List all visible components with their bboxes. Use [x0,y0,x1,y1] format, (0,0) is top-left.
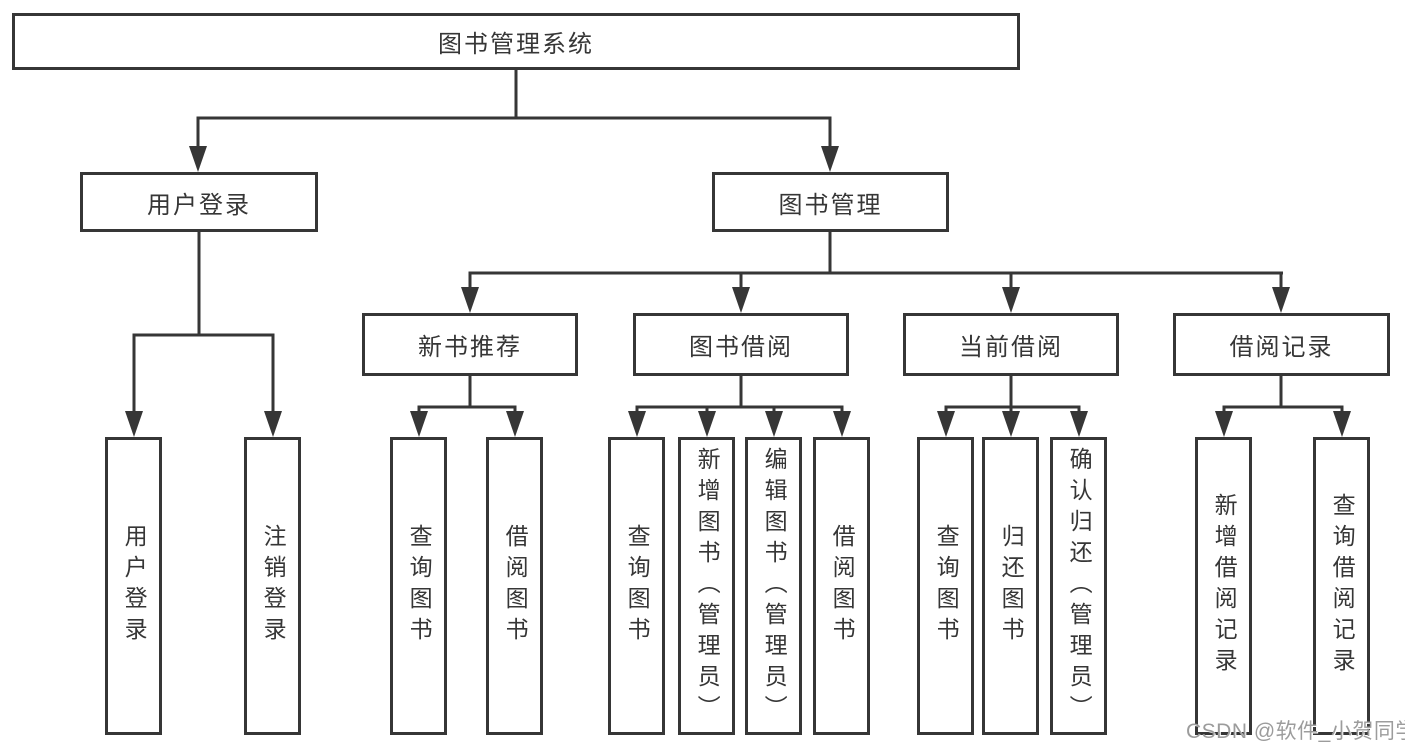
node-borrowing-records: 借阅记录 [1173,313,1390,376]
leaf-borrow-query-books-label: 查询图书 [624,524,651,648]
node-book-borrowing: 图书借阅 [633,313,849,376]
leaf-user-login-label: 用户登录 [121,524,148,648]
leaf-rec-borrow-books-label: 借阅图书 [502,524,529,648]
edge-borrow-to-leaves [635,376,844,433]
node-new-book-recommendation: 新书推荐 [362,313,578,376]
edge-root-to-level2 [196,70,832,168]
leaf-return-books-label: 归还图书 [998,524,1025,648]
edge-log-to-leaves [1222,376,1344,433]
leaf-logout: 注销登录 [244,437,301,735]
leaf-cur-query-books-label: 查询图书 [933,524,960,648]
leaf-confirm-return-admin-label: 确认归还（管理员） [1066,446,1093,726]
connector-edges [132,70,1344,433]
leaf-add-books-admin: 新增图书（管理员） [678,437,735,735]
edge-rec-to-leaves [417,376,517,433]
csdn-watermark: CSDN @软件_小贺同学 [1186,720,1405,743]
leaf-add-books-admin-label: 新增图书（管理员） [694,446,721,726]
node-current-borrowing: 当前借阅 [903,313,1119,376]
leaf-query-borrow-record: 查询借阅记录 [1313,437,1370,735]
leaf-borrow-query-books: 查询图书 [608,437,665,735]
leaf-edit-books-admin: 编辑图书（管理员） [745,437,802,735]
leaf-borrow-books: 借阅图书 [813,437,870,735]
node-book-management: 图书管理 [712,172,949,232]
node-user-login: 用户登录 [80,172,318,232]
edge-mgmt-to-level3 [468,232,1283,309]
leaf-edit-books-admin-label: 编辑图书（管理员） [761,446,788,726]
arrowhead-icons [125,146,1351,437]
leaf-add-borrow-record-label: 新增借阅记录 [1211,493,1238,679]
leaf-rec-query-books-label: 查询图书 [406,524,433,648]
node-library-system: 图书管理系统 [12,13,1020,70]
edge-login-to-leaves [132,232,275,433]
leaf-return-books: 归还图书 [982,437,1039,735]
leaf-rec-query-books: 查询图书 [390,437,447,735]
leaf-add-borrow-record: 新增借阅记录 [1195,437,1252,735]
leaf-user-login: 用户登录 [105,437,162,735]
leaf-query-borrow-record-label: 查询借阅记录 [1329,493,1356,679]
leaf-cur-query-books: 查询图书 [917,437,974,735]
leaf-confirm-return-admin: 确认归还（管理员） [1050,437,1107,735]
leaf-rec-borrow-books: 借阅图书 [486,437,543,735]
leaf-borrow-books-label: 借阅图书 [829,524,856,648]
leaf-logout-label: 注销登录 [260,524,287,648]
